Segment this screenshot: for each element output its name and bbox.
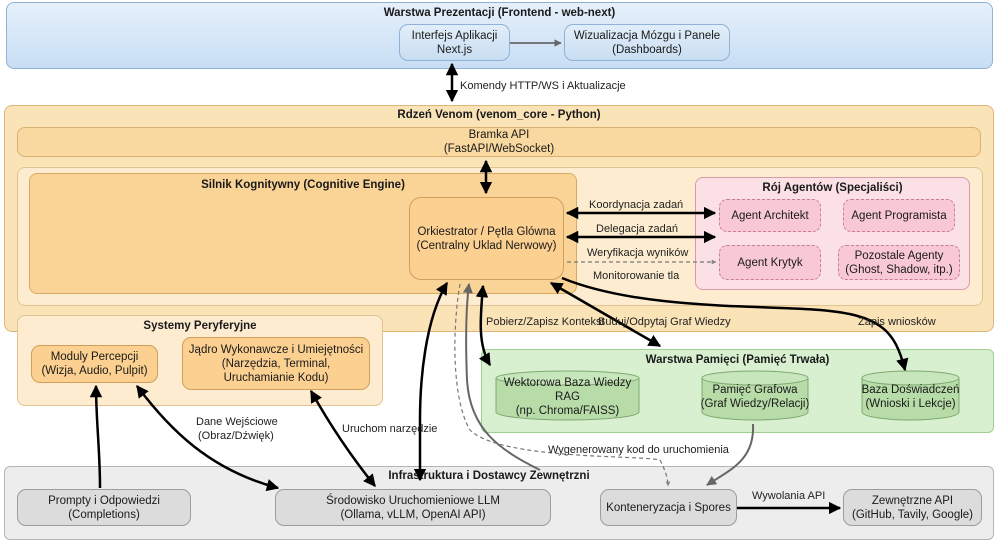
perception-line1: Moduly Percepcji (50, 351, 139, 363)
external-api-line1: Zewnętrzne API (871, 494, 954, 507)
label-run-tool: Uruchom narzędzie (342, 423, 438, 435)
perception-modules-node[interactable]: Moduly Percepcji (Wizja, Audio, Pulpit) (31, 345, 158, 383)
experience-db-line2: (Wnioski i Lekcje) (865, 398, 956, 410)
agent-architect[interactable]: Agent Architekt (719, 199, 821, 232)
agent-swarm-title: Rój Agentów (Specjaliści) (762, 182, 903, 194)
execution-core-line1: Jądro Wykonawcze i Umiejętności (188, 343, 364, 356)
execution-core-line3: Uruchamianie Kodu) (223, 371, 329, 384)
agent-others-line1: Pozostale Agenty (854, 249, 944, 262)
graph-memory-line2: (Graf Wiedzy/Relacji) (700, 398, 810, 410)
llm-runtime-line2: (Ollama, vLLM, OpenAI API) (340, 508, 486, 521)
llm-runtime-node[interactable]: Środowisko Uruchomieniowe LLM (Ollama, v… (275, 489, 551, 526)
peripheral-systems-title: Systemy Peryferyjne (143, 320, 257, 332)
graph-memory-cylinder[interactable] (701, 370, 809, 422)
graph-memory-label: Pamięć Grafowa (Graf Wiedzy/Relacji) (695, 380, 815, 414)
agent-architect-label: Agent Architekt (731, 209, 809, 222)
prompts-line2: (Completions) (68, 508, 140, 521)
containers-node[interactable]: Konteneryzacja i Spores (600, 489, 737, 526)
label-http-ws: Komendy HTTP/WS i Aktualizacje (460, 80, 626, 92)
app-interface-line1: Interfejs Aplikacji (411, 29, 498, 42)
core-layer-title: Rdzeń Venom (venom_core - Python) (397, 109, 601, 121)
label-input-data-line1: Dane Wejściowe (196, 416, 278, 428)
vector-db-label: Wektorowa Baza Wiedzy RAG (np. Chroma/FA… (495, 377, 640, 417)
agent-programmer[interactable]: Agent Programista (843, 199, 955, 232)
perception-line2: (Wizja, Audio, Pulpit) (41, 365, 148, 377)
label-coordination: Koordynacja zadań (589, 199, 684, 211)
memory-layer-title: Warstwa Pamięci (Pamięć Trwała) (645, 354, 830, 366)
dashboards-line2: (Dashboards) (612, 43, 682, 56)
agent-programmer-label: Agent Programista (851, 209, 947, 222)
label-generated-code: Wygenerowany kod do uruchomienia (548, 444, 729, 456)
orchestrator-line2: (Centralny Uklad Nerwowy) (416, 239, 557, 252)
vector-db-line2: (np. Chroma/FAISS) (515, 405, 620, 417)
agent-others[interactable]: Pozostale Agenty (Ghost, Shadow, itp.) (838, 245, 960, 280)
external-api-node[interactable]: Zewnętrzne API (GitHub, Tavily, Google) (843, 489, 982, 526)
graph-memory-line1: Pamięć Grafowa (712, 384, 798, 396)
infrastructure-layer-title: Infrastruktura i Dostawcy Zewnętrzni (388, 470, 590, 482)
execution-core-node[interactable]: Jądro Wykonawcze i Umiejętności (Narzędz… (182, 337, 370, 390)
label-context: Pobierz/Zapisz Kontekst (486, 316, 605, 328)
label-api-calls: Wywolania API (752, 490, 826, 502)
label-conclusions: Zapis wniosków (858, 316, 936, 328)
agent-critic-label: Agent Krytyk (737, 256, 803, 269)
cognitive-engine-title: Silnik Kognitywny (Cognitive Engine) (201, 179, 405, 191)
containers-line1: Konteneryzacja i Spores (606, 501, 731, 514)
app-interface-line2: Next.js (436, 43, 473, 56)
experience-db-cylinder[interactable] (861, 370, 960, 422)
api-gateway-line2: (FastAPI/WebSocket) (443, 143, 555, 155)
execution-core-line2: (Narzędzia, Terminal, (221, 357, 331, 370)
agent-critic[interactable]: Agent Krytyk (719, 245, 821, 280)
agent-others-line2: (Ghost, Shadow, itp.) (845, 263, 953, 276)
vector-db-line1: Wektorowa Baza Wiedzy RAG (503, 377, 632, 403)
api-gateway-node[interactable]: Bramka API (FastAPI/WebSocket) (17, 127, 981, 157)
app-interface-node[interactable]: Interfejs Aplikacji Next.js (399, 24, 510, 61)
label-monitoring: Monitorowanie tla (593, 270, 680, 282)
prompts-node[interactable]: Prompty i Odpowiedzi (Completions) (17, 489, 191, 526)
dashboards-node[interactable]: Wizualizacja Mózgu i Panele (Dashboards) (564, 24, 730, 61)
prompts-line1: Prompty i Odpowiedzi (48, 494, 160, 507)
label-input-data-line2: (Obraz/Dźwięk) (198, 430, 274, 442)
dashboards-line1: Wizualizacja Mózgu i Panele (573, 29, 721, 42)
presentation-layer-title: Warstwa Prezentacji (Frontend - web-next… (383, 7, 616, 19)
label-verification: Weryfikacja wyników (587, 247, 689, 259)
label-delegation: Delegacja zadań (596, 223, 678, 235)
experience-db-label: Baza Doświadczeń (Wnioski i Lekcje) (855, 380, 966, 414)
orchestrator-line1: Orkiestrator / Pętla Glówna (417, 225, 556, 238)
api-gateway-line1: Bramka API (468, 129, 530, 141)
llm-runtime-line1: Środowisko Uruchomieniowe LLM (326, 494, 500, 507)
orchestrator-node[interactable]: Orkiestrator / Pętla Glówna (Centralny U… (409, 197, 564, 280)
label-graph: Buduj/Odpytaj Graf Wiedzy (598, 316, 731, 328)
experience-db-line1: Baza Doświadczeń (861, 384, 960, 396)
external-api-line2: (GitHub, Tavily, Google) (851, 508, 973, 521)
